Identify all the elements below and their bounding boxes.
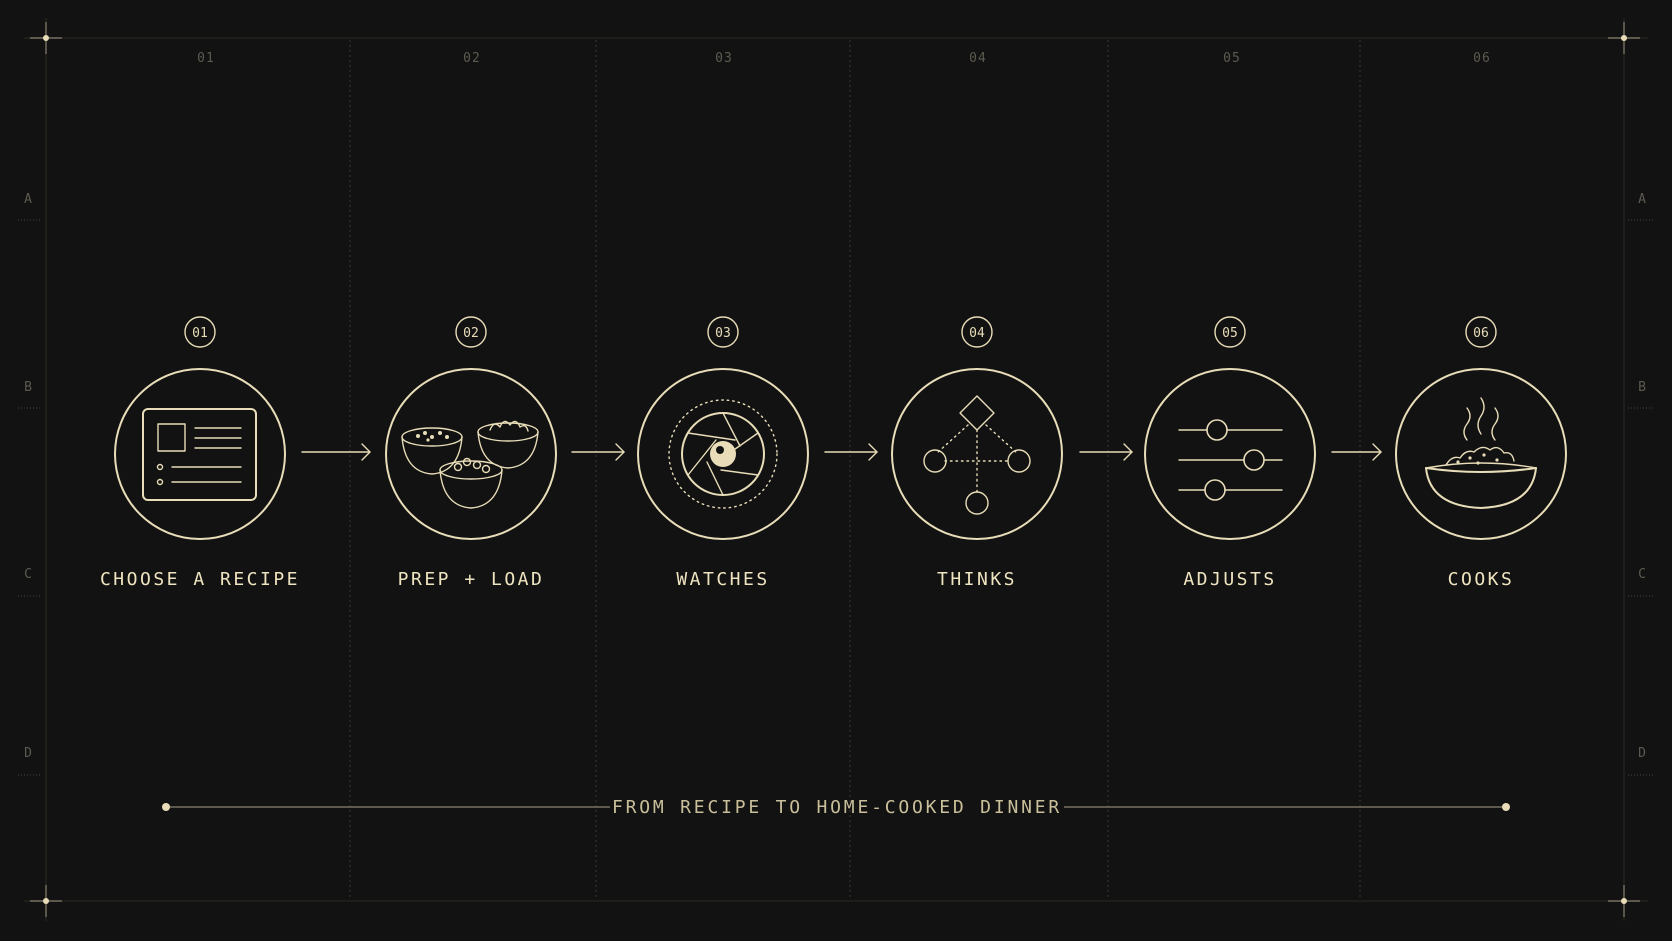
row-letter: D — [24, 746, 32, 761]
step-label: CHOOSE A RECIPE — [100, 569, 300, 590]
step-label: ADJUSTS — [1183, 569, 1276, 590]
ingredient-bowls-icon — [401, 420, 539, 509]
frame — [24, 18, 1648, 921]
corner-marker-top-left — [30, 22, 62, 54]
column-numbers: 01 02 03 04 05 06 — [197, 51, 1491, 66]
column-dividers — [349, 40, 1361, 900]
camera-aperture-icon — [668, 399, 778, 509]
column-number: 06 — [1473, 51, 1491, 66]
step-badge-number: 06 — [1473, 326, 1489, 341]
step-badge-number: 04 — [969, 326, 985, 341]
step-label: WATCHES — [676, 569, 769, 590]
step-cooks: 06 COOKS — [1395, 316, 1567, 590]
step-adjusts: 05 ADJUSTS — [1144, 316, 1316, 590]
row-letter: B — [24, 380, 32, 395]
decision-tree-icon — [923, 395, 1031, 515]
corner-marker-bottom-right — [1608, 885, 1640, 917]
step-choose-a-recipe: 01 CHOOSE A RECIPE — [100, 316, 300, 590]
arrow-icon — [571, 443, 625, 461]
step-circle — [891, 368, 1063, 540]
step-circle — [637, 368, 809, 540]
arrow-icon — [824, 443, 878, 461]
row-letter: A — [1638, 192, 1646, 207]
column-number: 01 — [197, 51, 215, 66]
step-badge: 02 — [455, 316, 487, 348]
step-circle — [385, 368, 557, 540]
recipe-card-icon — [142, 408, 257, 501]
row-letters: A B C D A B C D — [18, 192, 1654, 776]
step-label: COOKS — [1448, 569, 1515, 590]
step-badge: 01 — [184, 316, 216, 348]
step-label: THINKS — [937, 569, 1017, 590]
timeline-end-dot — [1502, 803, 1510, 811]
column-number: 02 — [463, 51, 481, 66]
corner-marker-bottom-left — [30, 885, 62, 917]
corner-marker-top-right — [1608, 22, 1640, 54]
step-watches: 03 WATCHES — [637, 316, 809, 590]
sliders-icon — [1178, 419, 1283, 501]
step-badge-number: 05 — [1222, 326, 1238, 341]
step-badge-number: 03 — [715, 326, 731, 341]
step-label: PREP + LOAD — [398, 569, 545, 590]
row-letter: A — [24, 192, 32, 207]
arrow-icon — [1331, 443, 1382, 461]
step-badge: 04 — [961, 316, 993, 348]
timeline-start-dot — [162, 803, 170, 811]
column-number: 03 — [715, 51, 733, 66]
row-letter: D — [1638, 746, 1646, 761]
column-number: 05 — [1223, 51, 1241, 66]
caption-timeline: FROM RECIPE TO HOME-COOKED DINNER — [162, 797, 1510, 818]
arrow-icon — [301, 443, 371, 461]
arrow-icon — [1079, 443, 1133, 461]
step-badge-number: 01 — [192, 326, 208, 341]
step-badge: 06 — [1465, 316, 1497, 348]
step-circle — [1395, 368, 1567, 540]
steaming-bowl-icon — [1425, 397, 1537, 509]
row-letter: C — [1638, 567, 1646, 582]
column-number: 04 — [969, 51, 987, 66]
step-circle — [1144, 368, 1316, 540]
step-circle — [114, 368, 286, 540]
step-badge: 05 — [1214, 316, 1246, 348]
row-letter: C — [24, 567, 32, 582]
step-badge: 03 — [707, 316, 739, 348]
caption-text: FROM RECIPE TO HOME-COOKED DINNER — [612, 797, 1062, 818]
step-thinks: 04 THINKS — [891, 316, 1063, 590]
step-prep-load: 02 PREP + LOAD — [385, 316, 557, 590]
step-badge-number: 02 — [463, 326, 479, 341]
row-letter: B — [1638, 380, 1646, 395]
